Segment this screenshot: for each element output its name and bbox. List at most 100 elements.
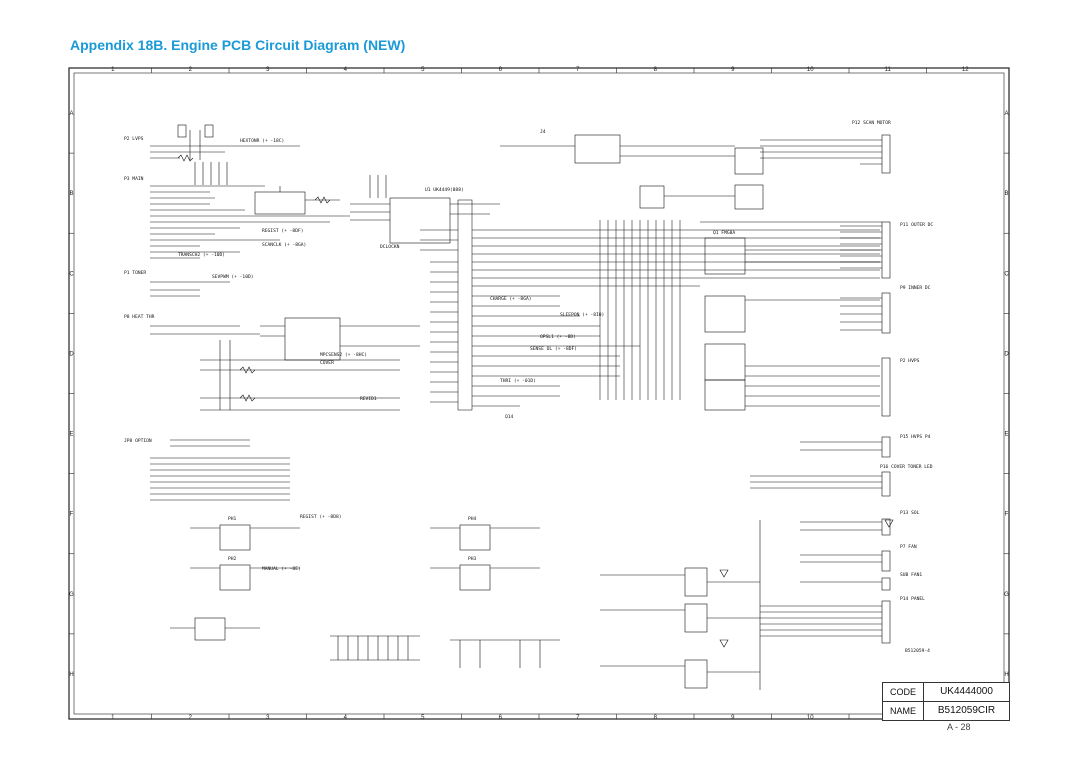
schematic-label: B512059-4 — [905, 648, 930, 654]
zone-col-label: 11 — [885, 67, 892, 73]
schematic-label: Q1 FMG8A — [713, 230, 735, 236]
zone-col-label: 9 — [731, 715, 735, 721]
schematic-label: REGIST (+ -8D8) — [300, 514, 342, 520]
zone-col-label: 5 — [421, 715, 425, 721]
zone-col-label: 5 — [421, 67, 425, 73]
zone-row-label: E — [69, 432, 73, 438]
zone-row-label: E — [1004, 432, 1008, 438]
right-connectors — [750, 134, 891, 644]
schematic-label: P14 PANEL — [900, 596, 925, 602]
component-labels: P2 LVPS P3 MAIN P1 TONER P8 HEAT THR JP8 OPT… — [124, 120, 933, 654]
page-number: A - 28 — [947, 722, 971, 732]
schematic-label: P8 HEAT THR — [124, 314, 155, 320]
zone-col-label: 1 — [111, 67, 115, 73]
zone-row-label: H — [69, 672, 73, 678]
zone-col-label: 8 — [654, 67, 658, 73]
schematic-label: J4 — [540, 129, 546, 135]
photo-sensors — [170, 524, 540, 641]
zone-row-label: F — [70, 512, 74, 518]
code-key: CODE — [883, 683, 924, 701]
block-scan-motor — [500, 134, 882, 223]
schematic-label: SENSE OL (+ -8DF) — [530, 346, 577, 352]
zone-col-label: 2 — [189, 715, 193, 721]
schematic-label: JP8 OPTION — [124, 438, 152, 444]
zone-row-label: D — [69, 351, 74, 357]
block-p3-main — [150, 162, 350, 259]
ic-u1 — [350, 175, 500, 244]
zone-col-label: 6 — [499, 67, 503, 73]
name-key: NAME — [883, 702, 924, 720]
schematic-label: P11 OUTER DC — [900, 222, 933, 228]
schematic-label: P13 SOL — [900, 510, 920, 516]
zone-row-label: C — [69, 271, 74, 277]
capacitor-bank — [330, 635, 560, 668]
block-jp8-option — [150, 439, 290, 501]
schematic-label: P16 COVER TONER LED — [880, 464, 933, 470]
block-left-lower — [150, 281, 420, 411]
title-block-code-row: CODE UK4444000 — [883, 683, 1009, 702]
block-lower-right — [600, 519, 894, 690]
zone-col-label: 3 — [266, 715, 270, 721]
schematic-label: P7 FAN — [900, 544, 917, 550]
title-block-name-row: NAME B512059CIR — [883, 702, 1009, 720]
zone-col-label: 9 — [731, 67, 735, 73]
schematic-label: MANUAL (+ -8E) — [262, 566, 301, 572]
zone-col-label: 10 — [807, 715, 814, 721]
schematic-label: CHARGE (+ -8GA) — [490, 296, 532, 302]
schematic-label: HEXTONR (+ -18C) — [240, 138, 284, 144]
code-value: UK4444000 — [940, 686, 993, 697]
zone-row-label: B — [1004, 191, 1008, 197]
zone-row-label: D — [1004, 351, 1009, 357]
schematic-label: P1 TONER — [124, 270, 146, 276]
zone-row-label: G — [69, 592, 74, 598]
diagram-frame — [68, 67, 1010, 720]
schematic-label: MPCSENS2 (+ -8HC) — [320, 352, 367, 358]
schematic-label: SEVPWM (+ -10D) — [212, 274, 254, 280]
zone-row-label: H — [1004, 672, 1008, 678]
schematic-label: PH4 — [468, 516, 477, 522]
schematic-label: P2 HVPS — [900, 358, 920, 364]
zone-col-label: 12 — [962, 67, 969, 73]
schematic-label: Q14 — [505, 414, 514, 420]
schematic-label: COVER — [320, 360, 334, 366]
schematic-label: P12 SCAN MOTOR — [852, 120, 891, 126]
schematic-label: SCANCLK (+ -8GA) — [262, 242, 306, 248]
schematic-label: P15 HVPS P4 — [900, 434, 931, 440]
zone-col-label: 6 — [499, 715, 503, 721]
zone-col-label: 1 — [111, 715, 115, 721]
zone-col-label: 4 — [344, 67, 348, 73]
zone-col-label: 2 — [189, 67, 193, 73]
page-title: Appendix 18B. Engine PCB Circuit Diagram… — [70, 37, 406, 53]
schematic-label: P2 LVPS — [124, 136, 144, 142]
zone-row-label: F — [1005, 512, 1009, 518]
transistor-array-right — [704, 237, 880, 411]
schematic-label: DCLOCKN — [380, 244, 400, 250]
schematic-label: TRANSCH2 (+ -10D) — [178, 252, 225, 258]
zone-col-label: 7 — [576, 67, 580, 73]
zone-row-label: A — [69, 111, 73, 117]
name-value: B512059CIR — [937, 705, 996, 716]
schematic-label: PH2 — [228, 556, 237, 562]
schematic-label: SUB FAN1 — [900, 572, 922, 578]
schematic-label: PH1 — [228, 516, 237, 522]
block-p2-lvps — [150, 124, 300, 162]
schematic-label: P9 INNER DC — [900, 285, 931, 291]
zone-col-label: 8 — [654, 715, 658, 721]
schematic-label: SLEEPON (+ -8I0) — [560, 312, 604, 318]
zone-col-label: 7 — [576, 715, 580, 721]
zone-row-label: A — [1004, 111, 1008, 117]
schematic-label: REVID1 — [360, 396, 377, 402]
schematic-label: OPSL1 (+ -8D) — [540, 334, 576, 340]
title-block: CODE UK4444000 NAME B512059CIR — [882, 682, 1010, 721]
schematic-label: THRI (+ -01D) — [500, 378, 536, 384]
zone-col-label: 4 — [344, 715, 348, 721]
schematic-label: REGIST (+ -8DF) — [262, 228, 304, 234]
zone-row-label: C — [1004, 271, 1009, 277]
schematic-label: P3 MAIN — [124, 176, 144, 182]
bus-connector-j — [420, 199, 880, 411]
